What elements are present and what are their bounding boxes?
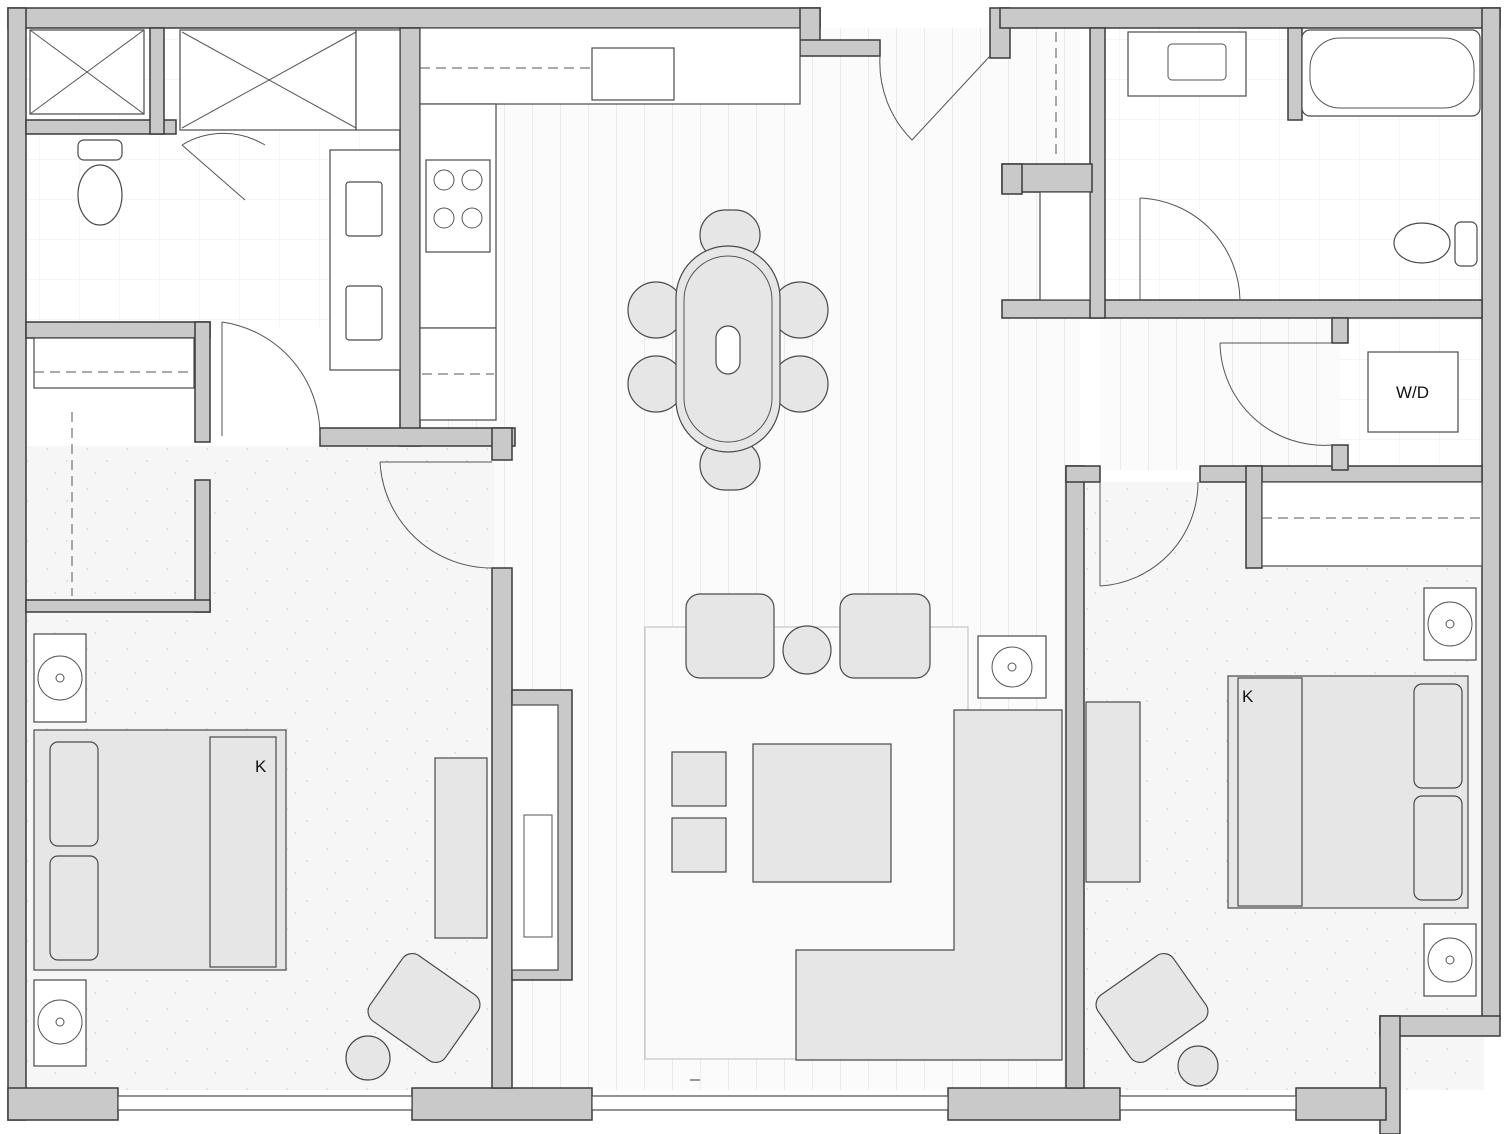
toilet <box>77 164 123 226</box>
kitchen <box>419 27 801 421</box>
living-room <box>511 593 1063 1061</box>
bathtub <box>1301 29 1481 117</box>
ottoman <box>671 817 727 873</box>
armchair <box>839 593 931 679</box>
laundry: W/D <box>1261 351 1483 567</box>
sectional-sofa <box>795 709 1063 1061</box>
sink-2 <box>345 285 383 341</box>
hall-floor <box>1100 310 1340 470</box>
cooktop <box>425 159 491 253</box>
toilet <box>1393 222 1451 264</box>
armchair <box>685 593 775 679</box>
bath-sink <box>1127 31 1247 97</box>
left-bedroom: K <box>33 633 488 1081</box>
media-console <box>511 704 559 971</box>
dresser <box>1085 701 1141 883</box>
closet <box>1039 191 1091 301</box>
closet-left <box>33 337 195 389</box>
left-bathroom <box>29 29 401 596</box>
washer-dryer <box>1367 351 1459 433</box>
lounge-chair <box>367 952 481 1064</box>
bed-size-label: K <box>1242 687 1254 706</box>
side-table <box>782 625 832 675</box>
coffee-table <box>752 743 892 883</box>
bed-size-label: K <box>255 757 267 776</box>
walls <box>7 7 1501 1134</box>
lounge-chair <box>1095 952 1209 1064</box>
right-closet <box>1261 481 1483 567</box>
sink-1 <box>345 181 383 237</box>
end-table <box>977 635 1047 699</box>
kitchen-sink <box>591 47 675 101</box>
dining-set <box>627 209 829 491</box>
right-bedroom: K <box>1085 587 1477 1087</box>
ottoman <box>671 751 727 807</box>
doors <box>181 55 1333 587</box>
dresser <box>434 757 488 939</box>
laundry-label: W/D <box>1396 383 1429 402</box>
windows <box>117 1079 1297 1111</box>
right-bathroom <box>1039 29 1481 301</box>
